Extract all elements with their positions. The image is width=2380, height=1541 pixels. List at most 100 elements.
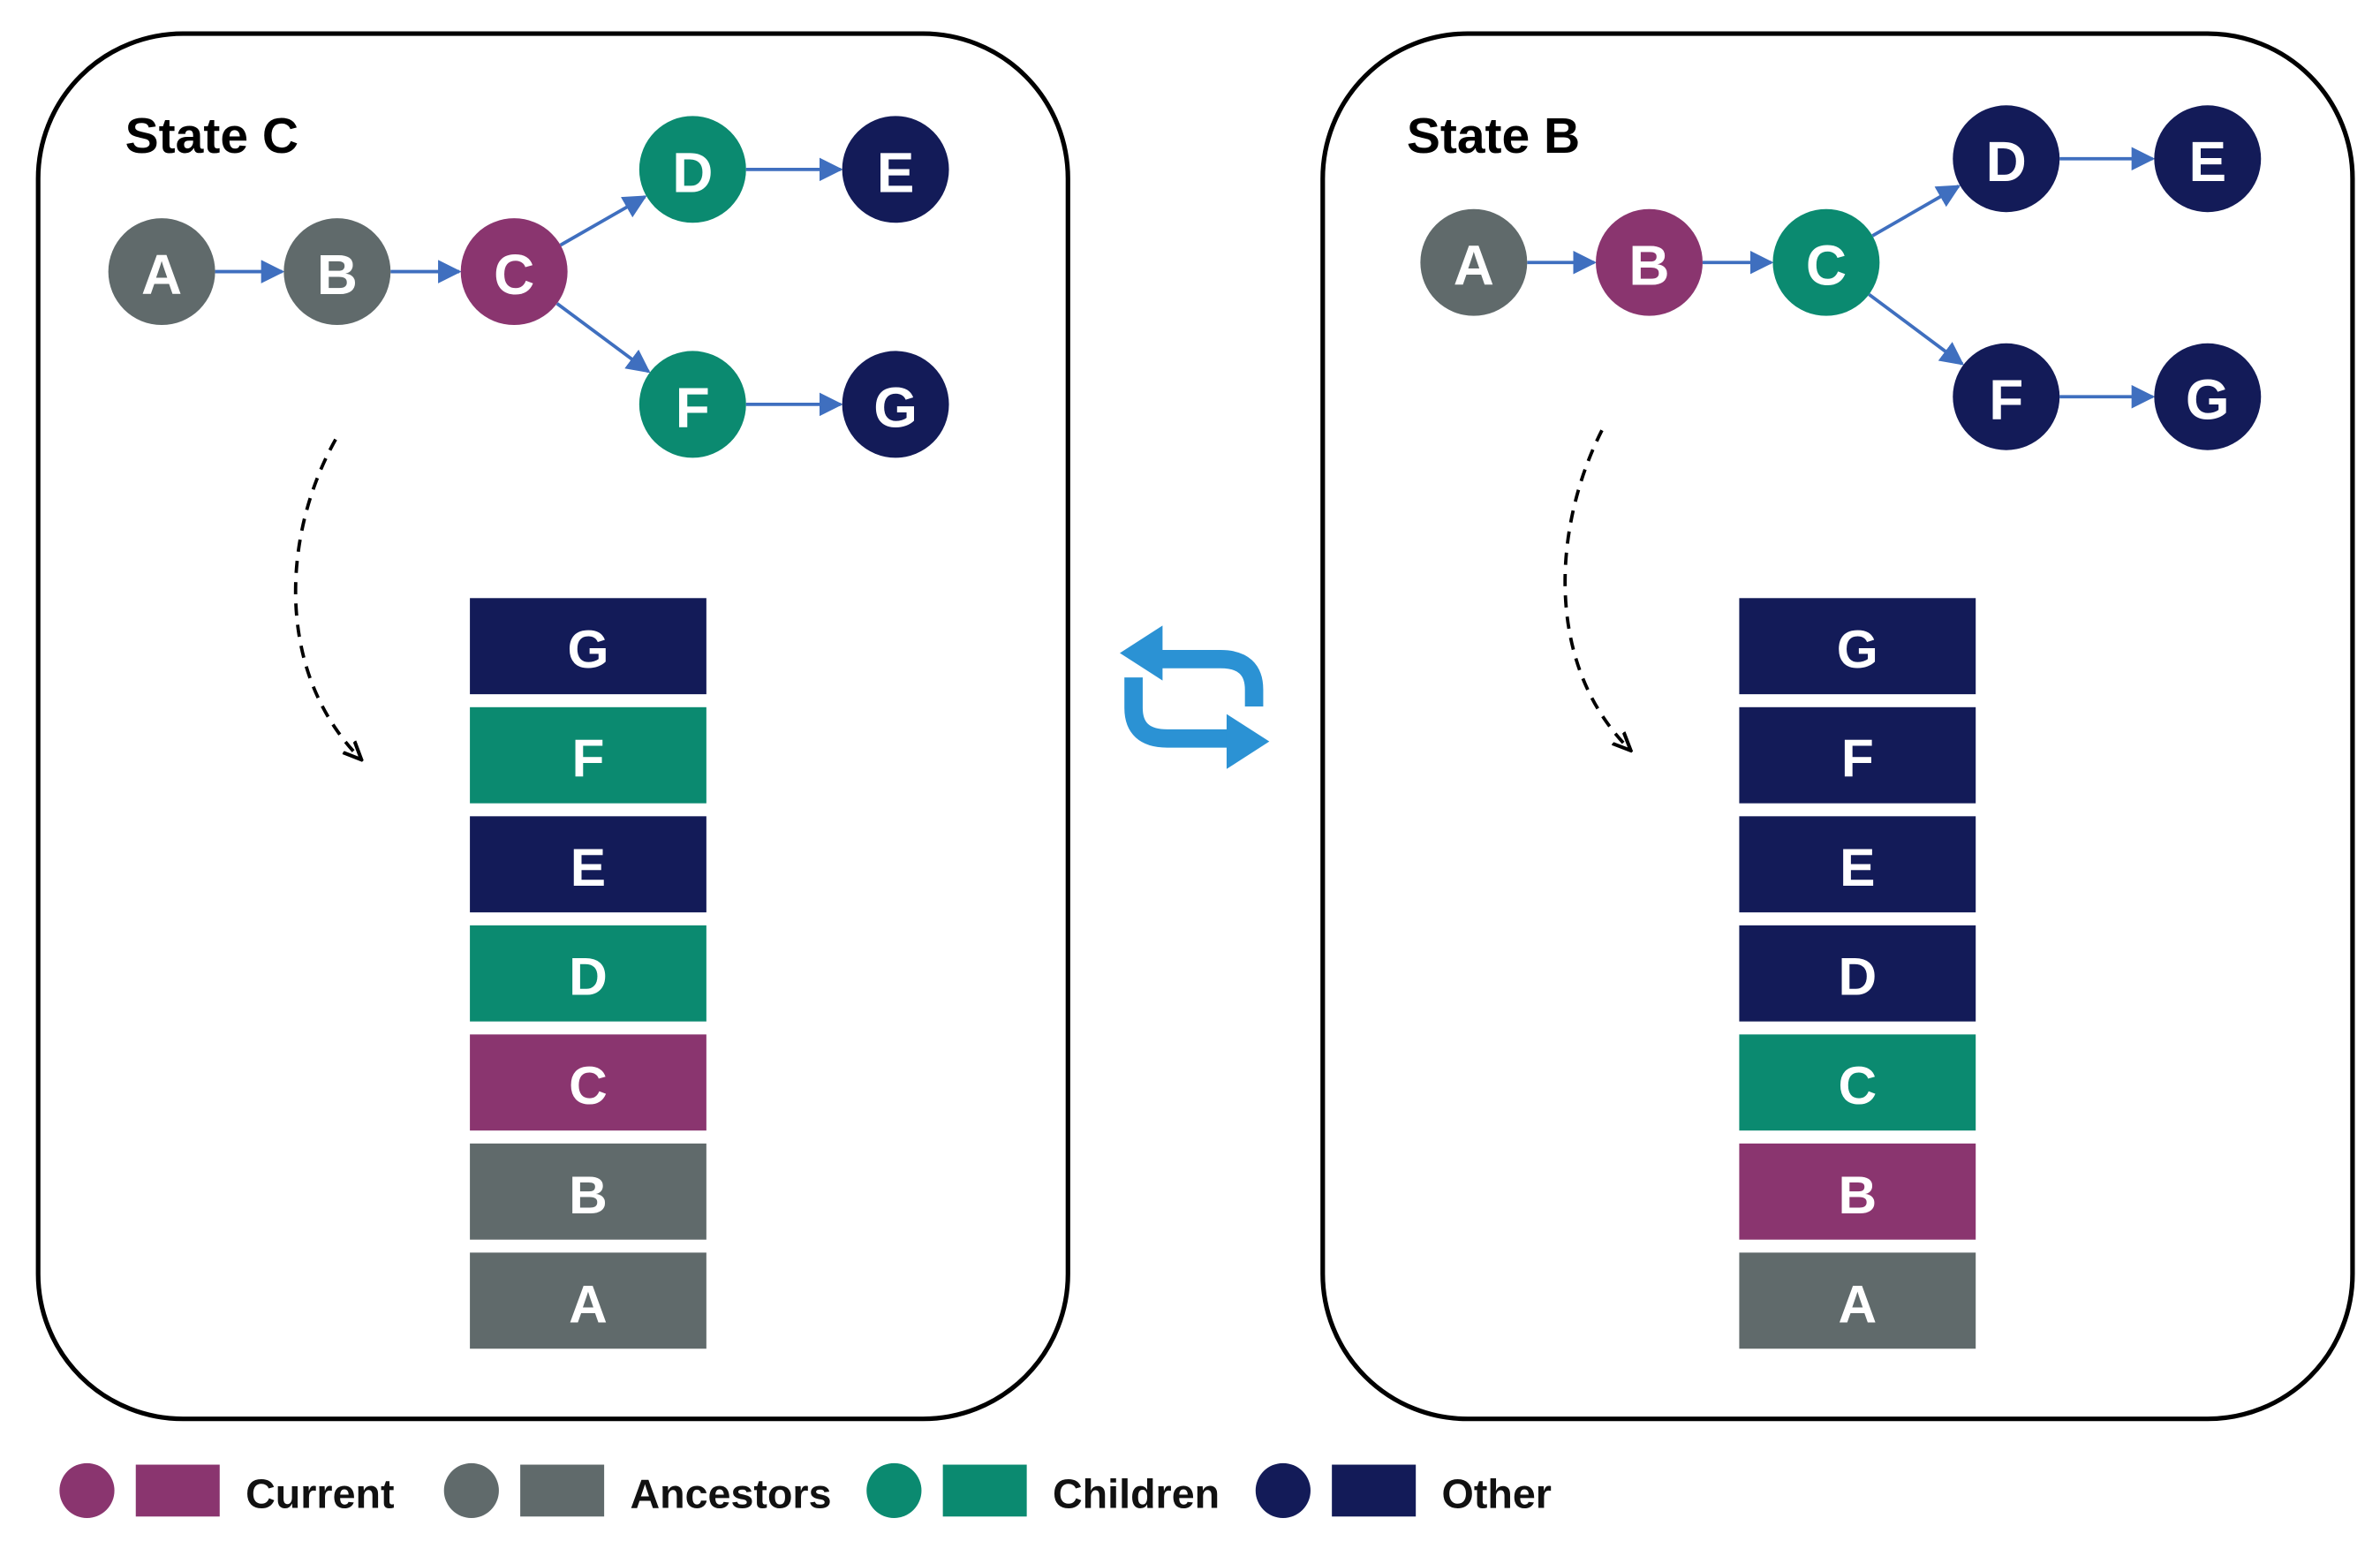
legend-swatch (520, 1464, 605, 1517)
graph-node-f: F (638, 351, 746, 458)
graph-nodes: A B C D E F G (108, 116, 949, 458)
stack-label: D (569, 947, 608, 1007)
node-label: F (1989, 368, 2023, 432)
graph-node-e: E (842, 116, 949, 223)
stack-box (470, 1252, 706, 1349)
node-label: D (672, 140, 713, 204)
edge-c-d (559, 195, 647, 247)
stack-box (1739, 816, 1976, 913)
legend-circle (59, 1462, 115, 1519)
node-circle (842, 116, 949, 223)
stack-label: B (569, 1165, 608, 1225)
edge-c-d (1871, 185, 1961, 238)
panel-title: State B (1407, 108, 1580, 164)
legend-label: Ancestors (630, 1470, 831, 1516)
stack-box (470, 816, 706, 913)
node-circle (1953, 343, 2060, 450)
stack-box (470, 598, 706, 695)
graph-node-c: C (460, 218, 568, 326)
stack-item-a: A (1739, 1252, 1976, 1349)
node-circle (1596, 208, 1703, 316)
node-circle (283, 218, 391, 326)
node-circle (842, 351, 949, 458)
node-label: B (317, 243, 358, 306)
stack-item-e: E (470, 816, 706, 913)
graph-edges (1527, 147, 2156, 409)
legend-label: Current (246, 1470, 394, 1516)
node-circle (1772, 208, 1880, 316)
stack-box (1739, 1252, 1976, 1349)
legend-circle (443, 1462, 499, 1519)
node-label: D (1986, 130, 2027, 193)
graph-node-b: B (283, 218, 391, 326)
graph-edges (215, 157, 843, 417)
legend-label: Other (1442, 1470, 1552, 1516)
node-circle (2154, 105, 2262, 213)
stack-box (470, 925, 706, 1022)
edge-c-f (555, 302, 651, 374)
stack-label: F (1841, 729, 1874, 789)
stack-item-d: D (1739, 925, 1976, 1022)
legend-item-children: Children (866, 1462, 1220, 1519)
node-label: G (2186, 368, 2230, 432)
panel-title: State C (125, 108, 298, 164)
legend-circle (1255, 1462, 1311, 1519)
stack-label: F (572, 729, 605, 789)
stack-label: G (1837, 619, 1878, 679)
graph-nodes: A B C D E F G (1420, 105, 2262, 450)
node-circle (638, 116, 746, 223)
node-label: C (494, 243, 534, 306)
node-label: A (141, 243, 182, 306)
stack-box (1739, 925, 1976, 1022)
stack-item-d: D (470, 925, 706, 1022)
stack-label: A (1838, 1273, 1877, 1333)
node-label: C (1806, 234, 1847, 298)
node-label: E (2188, 130, 2226, 193)
stack-item-b: B (1739, 1143, 1976, 1240)
stack-box (1739, 598, 1976, 695)
dashed-curved-arrow (293, 438, 360, 759)
graph-node-b: B (1596, 208, 1703, 316)
graph-node-g: G (842, 351, 949, 458)
node-label: A (1454, 234, 1494, 298)
legend-item-current: Current (59, 1462, 395, 1519)
stack-box (1739, 1034, 1976, 1131)
stack-item-f: F (1739, 706, 1976, 804)
stack-label: E (570, 837, 606, 897)
legend-circle (866, 1462, 922, 1519)
graph-node-a: A (1420, 208, 1528, 316)
stack-item-f: F (470, 706, 706, 804)
stack-label: C (569, 1055, 608, 1115)
legend-item-ancestors: Ancestors (443, 1462, 832, 1519)
stack-item-g: G (1739, 598, 1976, 695)
node-circle (2154, 343, 2262, 450)
stack-label: D (1838, 947, 1877, 1007)
node-circle (638, 351, 746, 458)
legend-label: Children (1053, 1470, 1220, 1516)
graph-node-c: C (1772, 208, 1880, 316)
stack-box (470, 1143, 706, 1240)
stack-label: E (1840, 837, 1875, 897)
dashed-curved-arrow (1563, 429, 1629, 749)
stack-box (1739, 706, 1976, 804)
graph-node-e: E (2154, 105, 2262, 213)
stack-box (470, 1034, 706, 1131)
stack-item-a: A (470, 1252, 706, 1349)
stack-item-c: C (1739, 1034, 1976, 1131)
node-label: E (877, 140, 915, 204)
stack-label: C (1838, 1055, 1877, 1115)
node-circle (1420, 208, 1528, 316)
node-label: G (873, 375, 918, 439)
stack-label: B (1838, 1165, 1877, 1225)
legend-swatch (942, 1464, 1027, 1517)
legend-swatch (1332, 1464, 1417, 1517)
node-label: F (676, 375, 710, 439)
graph-node-d: D (638, 116, 746, 223)
legend-swatch (135, 1464, 220, 1517)
graph-node-d: D (1953, 105, 2060, 213)
